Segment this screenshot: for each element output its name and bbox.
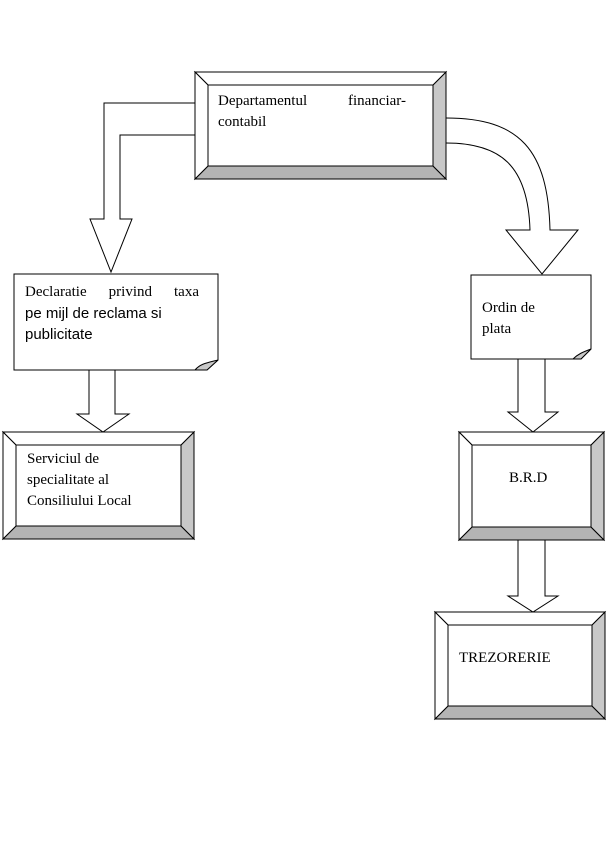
node-ordin-doc (470, 274, 592, 360)
node-declaratie-line3: publicitate (25, 326, 93, 343)
node-declaratie-line2: pe mijl de reclama si (25, 305, 162, 322)
node-declaratie-doc (13, 273, 219, 371)
node-trezorerie-label: TREZORERIE (459, 650, 551, 666)
node-declaratie-line1: Declaratie privind taxa (25, 284, 199, 300)
node-dept-line2: contabil (218, 114, 267, 130)
node-ordin-line1: Ordin de (482, 300, 535, 316)
node-trezorerie-box (433, 610, 607, 721)
node-serviciu-line3: Consiliului Local (27, 493, 132, 509)
node-serviciu-box (1, 430, 196, 541)
arrow-dept-to-ordin (445, 117, 580, 275)
node-brd-box (457, 430, 606, 542)
node-dept-label: Departamentul financiar- contabil (218, 91, 406, 133)
arrow-dept-to-declaratie (89, 102, 196, 274)
arrow-brd-to-trezorerie (506, 540, 560, 613)
node-declaratie-label: Declaratie privind taxa pe mijl de recla… (25, 282, 199, 345)
node-dept-box (193, 70, 448, 181)
node-ordin-label: Ordin de plata (482, 298, 572, 340)
node-dept-line1: Departamentul financiar- (218, 93, 406, 109)
node-serviciu-line2: specialitate al (27, 472, 110, 488)
node-serviciu-label: Serviciul de specialitate al Consiliului… (27, 449, 177, 512)
node-serviciu-line1: Serviciul de (27, 451, 100, 467)
node-ordin-line2: plata (482, 321, 512, 337)
arrow-declaratie-to-serviciu (75, 370, 131, 433)
node-brd-label: B.R.D (509, 470, 548, 486)
arrow-ordin-to-brd (506, 359, 560, 433)
